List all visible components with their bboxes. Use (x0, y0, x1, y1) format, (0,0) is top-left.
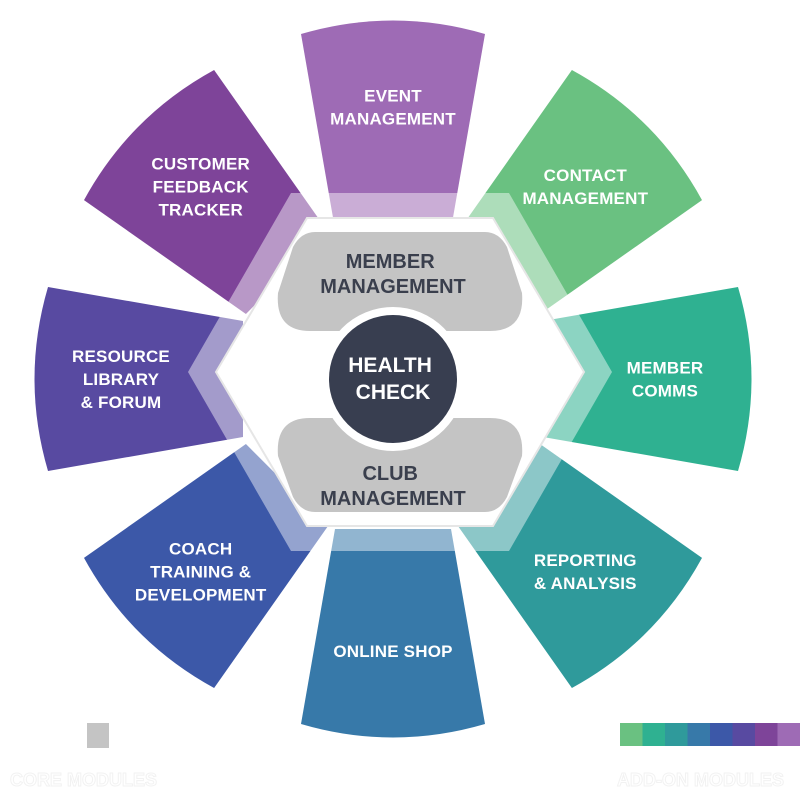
member-management-label: MEMBER MANAGEMENT (320, 251, 466, 298)
addon-swatch (755, 723, 778, 746)
core-modules-label: CORE MODULES (10, 770, 157, 790)
addon-swatch (710, 723, 733, 746)
petal-event-management[interactable] (301, 20, 485, 230)
club-management-label: CLUB MANAGEMENT (320, 463, 466, 510)
addon-petals (34, 20, 752, 738)
addon-swatch (642, 723, 666, 746)
petal-reporting-analysis[interactable] (434, 420, 712, 698)
legend: CORE MODULES ADD-ON MODULES (10, 723, 800, 791)
club-management-box[interactable] (277, 418, 523, 512)
member-management-box[interactable] (277, 232, 523, 331)
petal-coach-training[interactable] (74, 420, 352, 698)
addon-swatch (732, 723, 756, 746)
core-modules-swatch (87, 723, 109, 748)
addon-swatch (777, 723, 800, 746)
petal-customer-feedback[interactable] (74, 60, 352, 338)
addon-modules-swatches (620, 723, 800, 746)
health-check-button[interactable] (329, 315, 457, 443)
health-check-label: HEALTH CHECK (348, 354, 437, 404)
addon-modules-label: ADD-ON MODULES (617, 770, 784, 790)
petal-label-reporting-analysis: REPORTING& ANALYSIS (534, 551, 637, 593)
petal-label-online-shop: ONLINE SHOP (333, 642, 452, 661)
addon-swatch (620, 723, 643, 746)
petal-contact-management[interactable] (434, 60, 712, 338)
addon-swatch (687, 723, 711, 746)
petal-resource-library[interactable] (34, 287, 244, 471)
petal-member-comms[interactable] (543, 287, 752, 471)
petal-online-shop[interactable] (301, 529, 485, 738)
addon-swatch (665, 723, 688, 746)
